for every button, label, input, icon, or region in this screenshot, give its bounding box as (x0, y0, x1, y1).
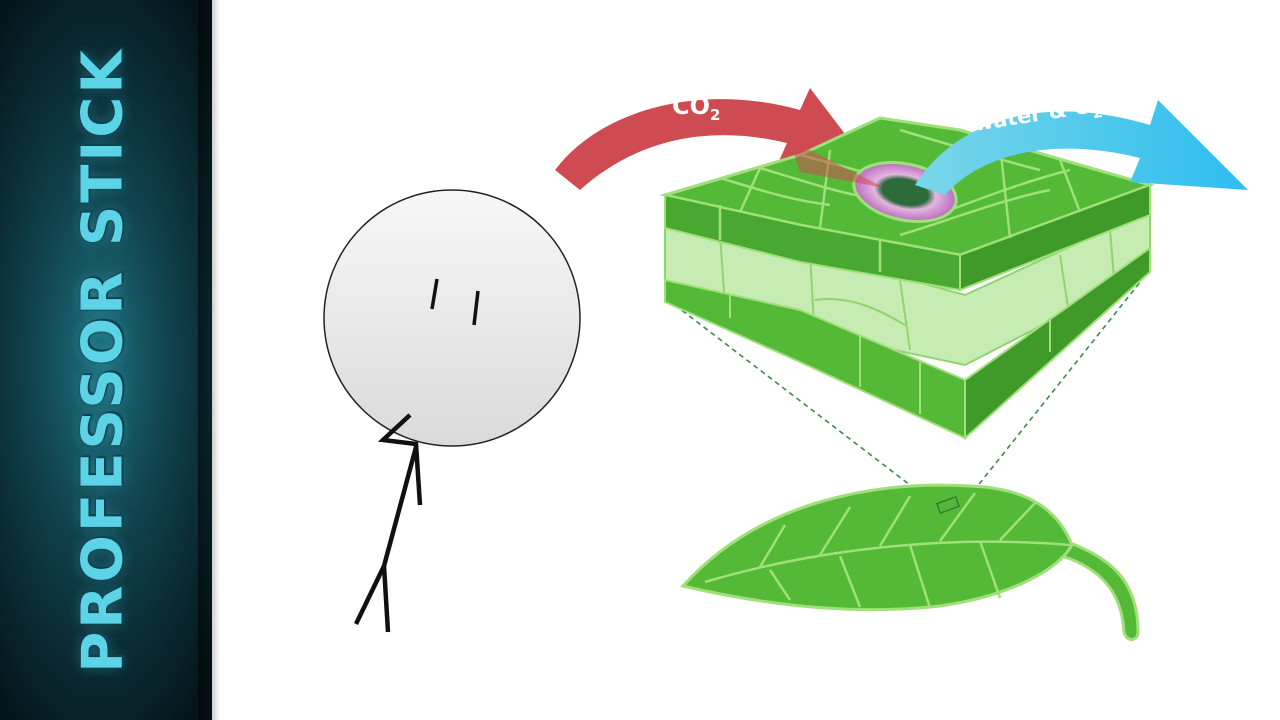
leaf-stem (1059, 540, 1140, 641)
lower-epidermis-cells (729, 294, 1051, 414)
stick-figure (323, 189, 581, 633)
stoma-pore (883, 181, 927, 203)
leaf (680, 483, 1140, 641)
stick-figure-leg-left (353, 565, 387, 625)
leaf-cross-section (659, 116, 1155, 441)
stick-figure-leg-right (381, 565, 391, 633)
stick-figure-eye-left (430, 278, 439, 310)
lower-epidermis-side (964, 246, 1151, 441)
water-oxygen-arrow-shape (915, 100, 1248, 195)
upper-epidermis-side (959, 183, 1151, 292)
sidebar-shadow (198, 0, 220, 720)
stick-figure-eye-right (472, 290, 480, 326)
stick-figure-neck (377, 413, 423, 506)
co2-arrow-label: CO2 (672, 92, 720, 124)
stick-figure-head (323, 189, 581, 447)
leaf-veins (704, 492, 1071, 609)
stick-figure-body (381, 446, 419, 567)
projection-lines (674, 275, 1146, 509)
sidebar-banner: PROFESSOR STICK (0, 0, 212, 720)
leaf-sample-marker (935, 495, 961, 515)
co2-arrow-tip (790, 140, 885, 188)
